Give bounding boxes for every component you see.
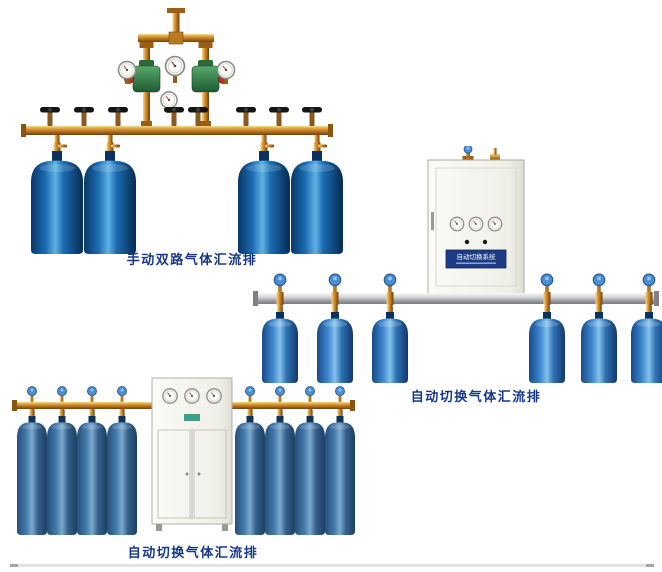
header-pipes xyxy=(12,400,355,411)
valve-knob xyxy=(87,386,97,403)
gas-cylinder xyxy=(265,409,295,535)
valve-knob xyxy=(117,386,127,403)
valve-handwheel xyxy=(269,107,289,126)
auto-switch-wall-illustration: 自动切换系统 xyxy=(253,146,662,383)
cabinet-leg xyxy=(156,524,162,531)
valve-knob xyxy=(335,386,345,403)
valve-knob xyxy=(57,386,67,403)
page-footer-rule xyxy=(10,564,654,567)
cabinet-door-left xyxy=(157,429,191,519)
gas-cylinder xyxy=(295,409,325,535)
gas-cylinder xyxy=(17,409,47,535)
gas-cylinder xyxy=(372,305,408,383)
valve-knob xyxy=(275,386,285,403)
pressure-gauge xyxy=(216,60,236,80)
cabinet-badge xyxy=(184,414,200,421)
figure-caption-auto-wall: 自动切换气体汇流排 xyxy=(410,390,542,405)
valve-handwheel xyxy=(108,107,128,126)
gas-cylinder xyxy=(529,305,565,383)
manual-dual-manifold-illustration xyxy=(21,8,343,254)
figure-caption-auto-floor: 自动切换气体汇流排 xyxy=(127,546,259,561)
valve-handwheel xyxy=(236,107,256,126)
cabinet-leg xyxy=(222,524,228,531)
gas-cylinder xyxy=(235,409,265,535)
gas-cylinder xyxy=(317,305,353,383)
control-cabinet: 自动切换系统 xyxy=(427,159,525,295)
cabinet-label-text: 自动切换系统 xyxy=(457,252,497,261)
valve-handwheel xyxy=(40,107,60,126)
gas-cylinder xyxy=(77,409,107,535)
gas-cylinder xyxy=(325,409,355,535)
pressure-gauge xyxy=(117,60,137,80)
header-pipe xyxy=(21,107,333,137)
gas-cylinder xyxy=(581,305,617,383)
valve-knob xyxy=(540,273,554,295)
gas-cylinder xyxy=(631,305,662,383)
gas-cylinder xyxy=(262,305,298,383)
valve-knob xyxy=(328,273,342,295)
door-handle xyxy=(197,472,201,476)
gas-cylinder xyxy=(107,409,137,535)
valve-knob xyxy=(273,273,287,295)
cylinder-connectors xyxy=(54,135,320,143)
pressure-gauge xyxy=(164,55,186,77)
valve-knob xyxy=(27,386,37,403)
figure-caption-manual-dual: 手动双路气体汇流排 xyxy=(126,253,258,268)
cabinet-top-piping xyxy=(462,146,500,161)
inlet-piping xyxy=(138,8,214,68)
gas-cylinder xyxy=(31,142,83,254)
gas-cylinder xyxy=(84,142,136,254)
valve-knob xyxy=(305,386,315,403)
pressure-gauge xyxy=(468,216,484,232)
valve-knob xyxy=(642,273,656,295)
indicator-dot xyxy=(482,239,488,245)
gas-cylinder xyxy=(47,409,77,535)
indicator-dot xyxy=(464,239,470,245)
valve-handwheel xyxy=(302,107,322,126)
pressure-gauge xyxy=(487,216,503,232)
valve-knob xyxy=(383,273,397,295)
door-handle xyxy=(185,472,189,476)
cabinet-handle xyxy=(431,212,434,230)
valve-knob xyxy=(592,273,606,295)
pressure-gauge xyxy=(184,388,200,404)
pressure-gauge xyxy=(206,388,222,404)
auto-switch-floor-illustration xyxy=(12,377,355,535)
manifold-rail xyxy=(253,291,659,306)
control-cabinet xyxy=(151,377,233,531)
pressure-gauge xyxy=(162,388,178,404)
valve-handwheel xyxy=(164,107,184,126)
pressure-gauge xyxy=(449,216,465,232)
cabinet-door-right xyxy=(193,429,227,519)
valve-handwheel xyxy=(74,107,94,126)
cabinet-label-plate: 自动切换系统 xyxy=(445,249,507,269)
valve-knob xyxy=(245,386,255,403)
pressure-gauge xyxy=(160,91,178,109)
